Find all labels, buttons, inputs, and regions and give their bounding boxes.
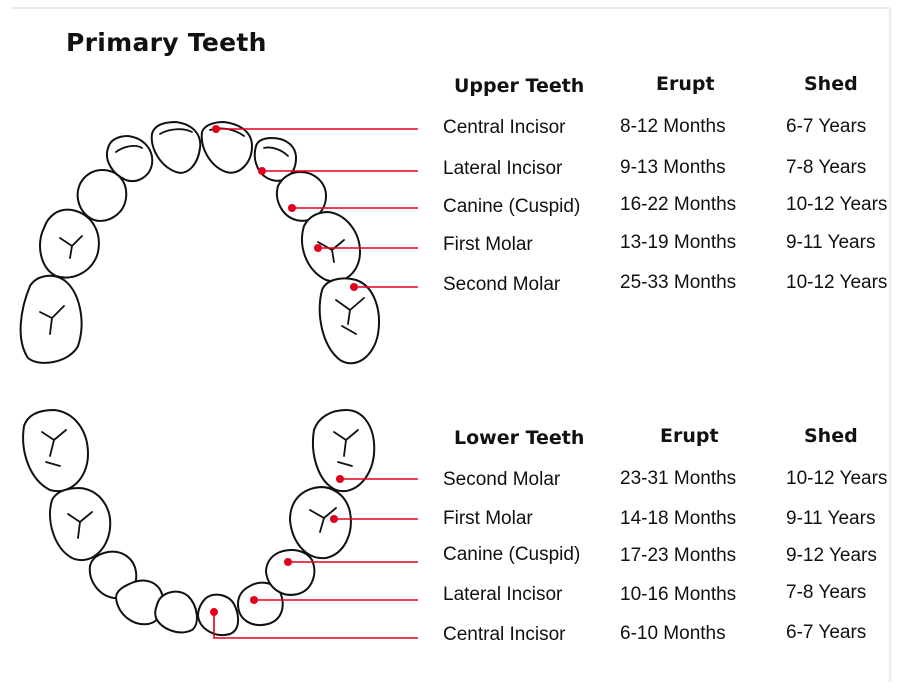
lower-row-3-tooth: Canine (Cuspid) [443,544,580,566]
upper-erupt-header: Erupt [656,73,715,95]
lower-group-header: Lower Teeth [454,427,584,449]
lower-arch [23,410,374,635]
upper-row-5-tooth: Second Molar [443,274,560,296]
marker-upper-second-molar [350,283,358,291]
lower-row-5-erupt: 6-10 Months [620,623,726,645]
upper-row-5-erupt: 25-33 Months [620,272,736,294]
lower-row-5-shed: 6-7 Years [786,622,866,644]
lower-shed-header: Shed [804,425,858,447]
marker-upper-central-incisor [212,125,220,133]
upper-row-4-tooth: First Molar [443,234,533,256]
page-title: Primary Teeth [66,28,267,57]
marker-lower-canine [284,558,292,566]
marker-upper-first-molar [314,244,322,252]
upper-row-4-erupt: 13-19 Months [620,232,736,254]
lower-canine-right [266,550,314,595]
upper-row-2-shed: 7-8 Years [786,157,866,179]
upper-row-1-shed: 6-7 Years [786,116,866,138]
lower-row-4-shed: 7-8 Years [786,582,866,604]
lower-row-4-erupt: 10-16 Months [620,584,736,606]
upper-row-1-tooth: Central Incisor [443,117,566,139]
upper-row-3-erupt: 16-22 Months [620,194,736,216]
marker-lower-central-incisor [210,608,218,616]
lower-central-incisor-left [155,592,197,633]
upper-row-3-shed: 10-12 Years [786,194,887,216]
upper-first-molar-right [302,212,360,281]
marker-upper-lateral-incisor [258,167,266,175]
lower-central-incisor-right [198,595,238,635]
upper-row-2-tooth: Lateral Incisor [443,158,562,180]
lower-row-5-tooth: Central Incisor [443,624,566,646]
lower-row-3-shed: 9-12 Years [786,545,877,567]
marker-upper-canine [288,204,296,212]
marker-lower-first-molar [330,515,338,523]
upper-row-1-erupt: 8-12 Months [620,116,726,138]
upper-second-molar-right [320,278,379,363]
lower-row-2-tooth: First Molar [443,508,533,530]
lower-erupt-header: Erupt [660,425,719,447]
upper-row-4-shed: 9-11 Years [786,232,875,254]
upper-row-3-tooth: Canine (Cuspid) [443,196,580,218]
marker-lower-second-molar [336,475,344,483]
lower-row-4-tooth: Lateral Incisor [443,584,562,606]
lower-first-molar-right [290,487,351,558]
upper-row-2-erupt: 9-13 Months [620,157,726,179]
lower-row-1-shed: 10-12 Years [786,468,887,490]
lower-row-1-erupt: 23-31 Months [620,468,736,490]
upper-canine-left [78,170,127,221]
marker-lower-lateral-incisor [250,596,258,604]
upper-arch [21,122,379,363]
lower-second-molar-left [23,410,88,491]
upper-shed-header: Shed [804,73,858,95]
lower-row-2-erupt: 14-18 Months [620,508,736,530]
lower-row-1-tooth: Second Molar [443,469,560,491]
lower-row-2-shed: 9-11 Years [786,508,875,530]
lower-row-3-erupt: 17-23 Months [620,545,736,567]
upper-row-5-shed: 10-12 Years [786,272,887,294]
upper-group-header: Upper Teeth [454,75,584,97]
